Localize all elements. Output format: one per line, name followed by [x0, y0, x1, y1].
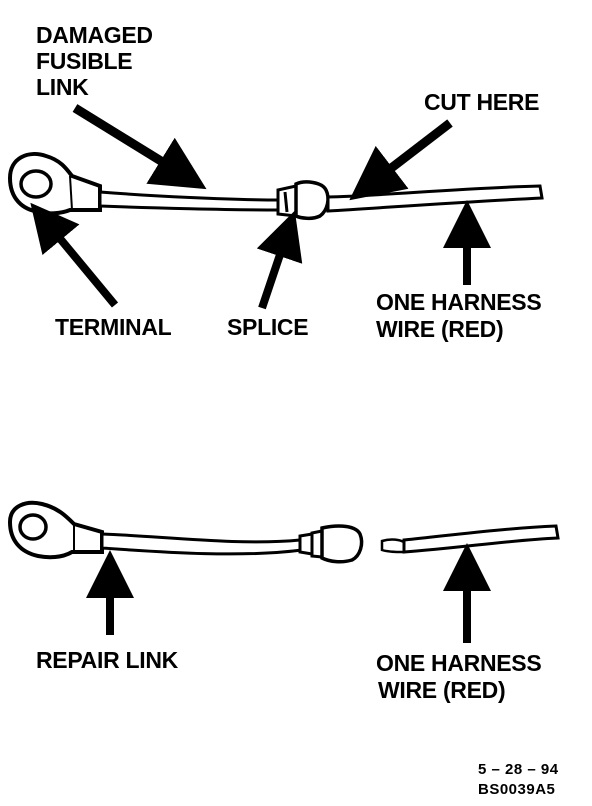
top-assembly	[7, 152, 544, 221]
terminal-bottom	[7, 500, 104, 560]
terminal-top	[7, 152, 102, 216]
label-harness-bottom-line2: WIRE (RED)	[378, 677, 506, 703]
footer-date: 5 – 28 – 94	[478, 761, 559, 778]
bottom-assembly	[7, 500, 560, 564]
label-link: LINK	[36, 74, 89, 100]
arrow-terminal	[30, 202, 119, 308]
label-harness-top-line2: WIRE (RED)	[376, 316, 504, 342]
label-splice: SPLICE	[227, 314, 309, 340]
label-fusible: FUSIBLE	[36, 48, 133, 74]
arrow-splice	[256, 210, 303, 310]
label-repair-link: REPAIR LINK	[36, 647, 178, 673]
connector-bottom	[298, 524, 364, 564]
label-harness-top-line1: ONE HARNESS	[376, 289, 542, 315]
harness-wire-bottom	[380, 524, 560, 554]
footer-code: BS0039A5	[478, 781, 556, 798]
arrow-cut-here	[349, 119, 453, 201]
label-damaged: DAMAGED	[36, 22, 153, 48]
label-harness-bottom-line1: ONE HARNESS	[376, 650, 542, 676]
label-cut-here: CUT HERE	[424, 89, 540, 115]
repair-link-wire	[100, 532, 304, 556]
fusible-link-wire	[98, 190, 282, 212]
splice-top	[276, 180, 330, 221]
label-terminal: TERMINAL	[55, 314, 172, 340]
arrow-damaged-link	[72, 104, 207, 190]
